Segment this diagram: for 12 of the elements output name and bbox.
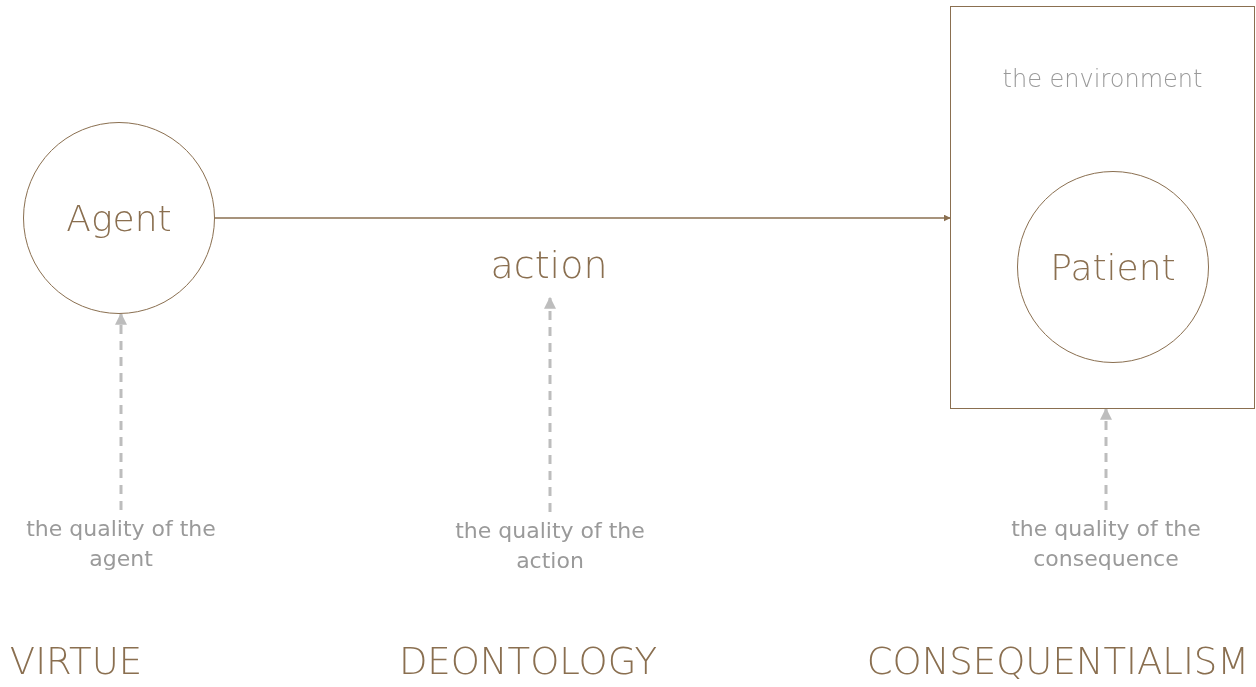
dashed-arrow xyxy=(544,296,556,512)
node-label: Agent xyxy=(66,197,172,239)
box-label: the environment xyxy=(1002,65,1203,93)
arrow xyxy=(214,214,951,222)
node-label: Patient xyxy=(1050,246,1176,288)
theory-label: DEONTOLOGY xyxy=(398,640,658,683)
theory-label: CONSEQUENTIALISM xyxy=(866,640,1250,683)
theory-label: VIRTUE xyxy=(9,640,143,683)
environment-box xyxy=(950,6,1255,409)
node-label: action xyxy=(490,243,608,287)
dashed-arrow xyxy=(1100,407,1112,510)
dashed-arrow xyxy=(115,312,127,510)
